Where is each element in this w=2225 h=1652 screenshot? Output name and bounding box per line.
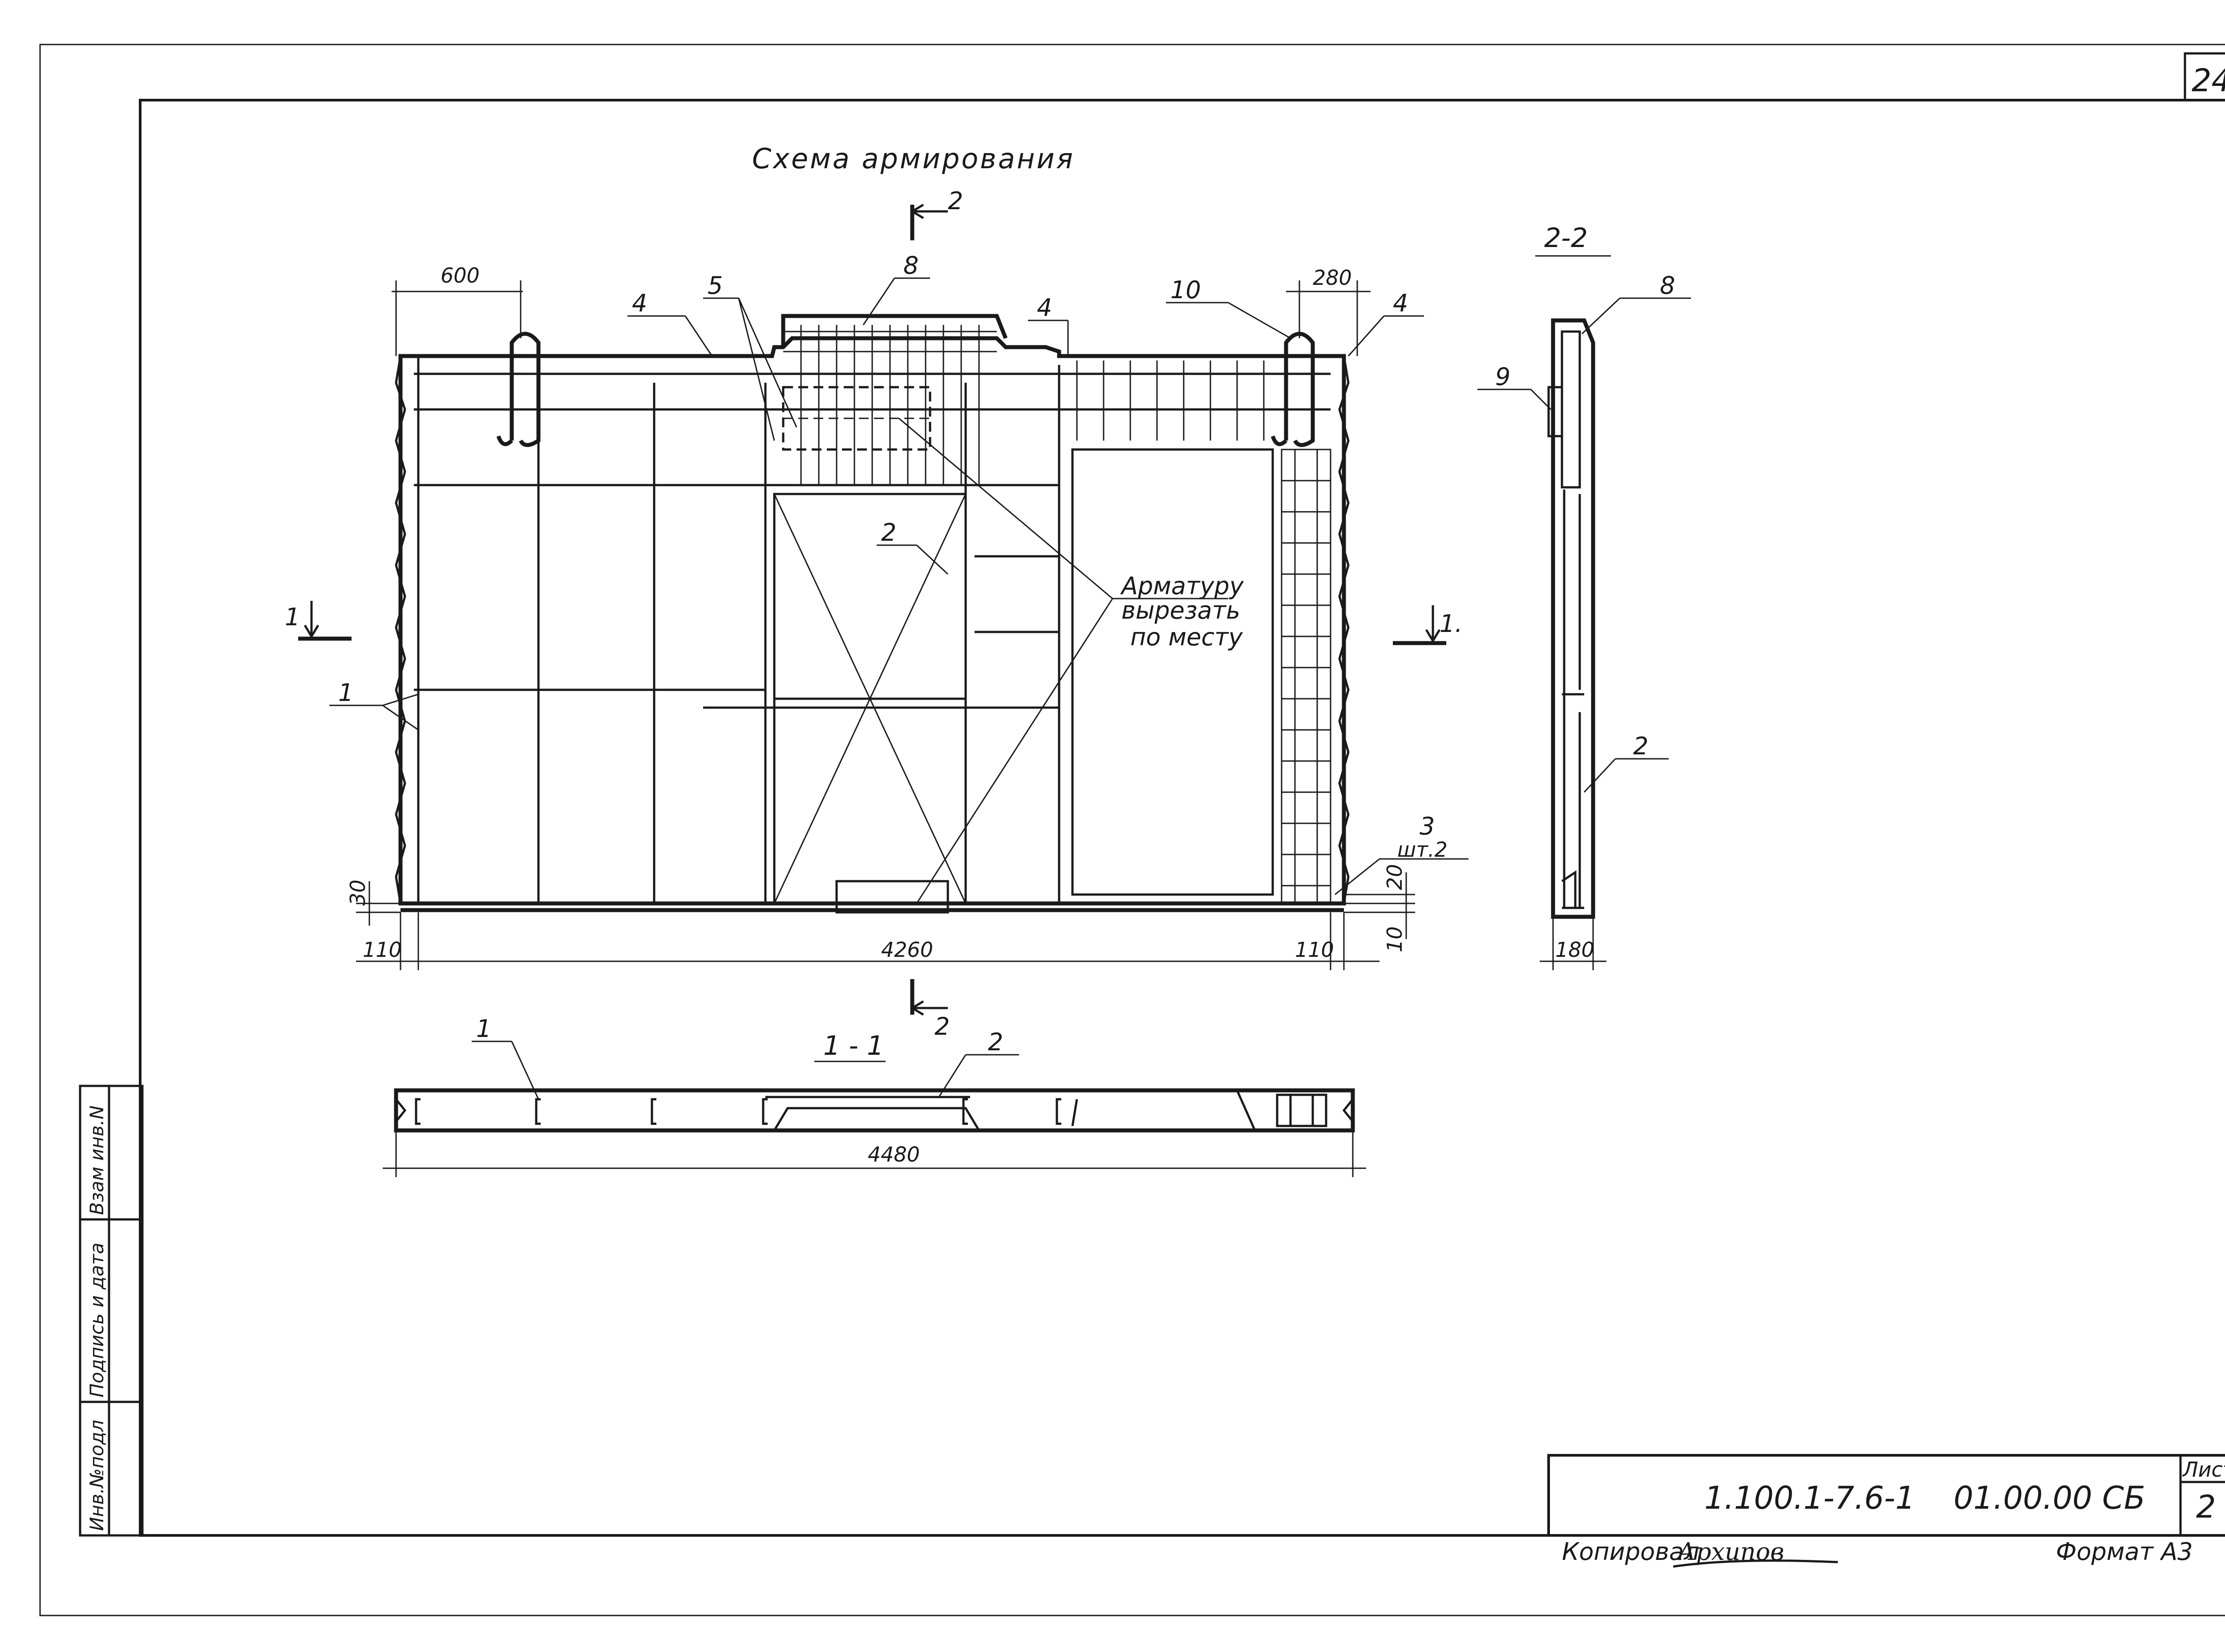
section-1-1-outline [394, 1088, 1355, 1133]
note-cut-rebar: Арматуру вырезать по месту [898, 417, 1244, 904]
note-line-3: по месту [1130, 623, 1243, 651]
embedded-plate-bottom [835, 880, 949, 914]
callout-5-pointer-2 [738, 298, 797, 428]
top-mesh [783, 325, 1265, 485]
dim-280-text: 280 [1313, 266, 1352, 290]
footer-copied: Копировал [1562, 1538, 1699, 1566]
callout-2-main-pointer [916, 544, 949, 575]
note-pointer-2 [916, 598, 1113, 904]
callout-2-side: 2 [1633, 732, 1648, 760]
title-block: 1.100.1-7.6-1 01.00.00 СБ Лист 2 [1547, 1454, 2225, 1537]
side-stamp-signature-date: Подпись и дата [86, 1243, 108, 1397]
callout-1-section-pointer [511, 1041, 539, 1100]
section-1-1: 1 - 1 1 2 4480 [383, 1015, 1366, 1177]
callout-10-pointer [1228, 302, 1291, 339]
dim-4480-text: 4480 [868, 1142, 920, 1166]
drawing-title: Схема армирования [752, 142, 1075, 175]
window-opening [773, 493, 967, 700]
title-block-sheet-no: 2 [2196, 1489, 2216, 1525]
dim-4260-text: 4260 [881, 938, 933, 962]
opening-cross-2 [773, 494, 967, 904]
section-2-2: 2-2 8 9 2 180 [1477, 223, 1691, 970]
callout-1-left: 1 [338, 679, 353, 707]
panel-right-key-edge [1338, 356, 1350, 904]
dim-10-text: 10 [1383, 926, 1407, 952]
callout-4-left-pointer [684, 316, 713, 356]
footer-signature-underline [1673, 1559, 1838, 1568]
callout-9: 9 [1495, 363, 1510, 391]
dim-110-right-text: 110 [1295, 938, 1334, 962]
section-1-1-key-right [1342, 1098, 1354, 1122]
callout-8-main: 8 [903, 251, 918, 279]
section-1-1-title: 1 - 1 [823, 1030, 884, 1061]
dim-600-text: 600 [441, 263, 480, 287]
dim-30-text: 30 [346, 879, 370, 906]
callout-2-main: 2 [881, 518, 896, 547]
callout-9-pointer [1530, 389, 1552, 410]
callout-4-right-pointer [1347, 316, 1385, 356]
cut-mark-1-left-label: 1 [285, 603, 300, 631]
section-1-1-key-left [395, 1098, 407, 1122]
panel-left-key-edge [395, 356, 406, 904]
cut-mark-1-right-label: 1. [1440, 610, 1463, 638]
callout-2-section-pointer [938, 1054, 967, 1097]
callout-5-pointer-1 [738, 298, 775, 441]
section-1-1-bars [415, 1089, 1327, 1131]
section-2-2-outline [1551, 318, 1595, 919]
callout-3: 3 [1420, 812, 1435, 840]
callout-2-section: 2 [988, 1028, 1003, 1056]
callout-10: 10 [1170, 276, 1201, 304]
lifting-loop-right [1270, 332, 1315, 447]
callout-8-main-pointer [862, 278, 895, 325]
note-line-1: Арматуру [1120, 572, 1244, 600]
note-pointer-1 [898, 417, 1113, 599]
dim-180-text: 180 [1555, 938, 1594, 962]
dim-110-left-text: 110 [363, 938, 402, 962]
title-block-frame [1547, 1454, 2225, 1537]
side-stamp-inv-podl: Инв.№подл [86, 1420, 108, 1531]
cut-mark-2-bottom-label: 2 [934, 1012, 950, 1041]
callout-3-qty: шт.2 [1397, 838, 1448, 862]
door-opening [1071, 448, 1274, 896]
callout-8-side-pointer [1581, 297, 1621, 335]
right-column-cage [1281, 449, 1331, 904]
section-2-2-bars [1561, 330, 1584, 909]
title-block-code: 1.100.1-7.6-1 [1704, 1480, 1915, 1516]
page-number-box [2184, 52, 2225, 101]
note-line-2: вырезать [1121, 596, 1240, 624]
section-1-1-recess [773, 1107, 980, 1131]
cut-mark-1-right-arrowhead [1425, 629, 1441, 643]
side-stamp-frame [79, 1085, 144, 1537]
title-block-doc: 01.00.00 СБ [1954, 1480, 2145, 1516]
callout-4-right: 4 [1393, 289, 1408, 317]
side-stamp: Инв.№подл Подпись и дата Взам инв.N [79, 1085, 144, 1537]
cut-mark-2-top-arrowhead [910, 203, 924, 219]
dim-20-text: 20 [1383, 864, 1407, 890]
section-2-2-plate [1547, 386, 1563, 437]
page-number: 24 [2192, 62, 2225, 99]
lifting-loop-left [496, 332, 541, 447]
callout-2-side-pointer [1583, 758, 1616, 793]
callout-3-pointer [1335, 858, 1380, 895]
cut-mark-2-bottom-arrowhead [910, 1000, 924, 1016]
panel-outline [398, 336, 1346, 906]
callout-4-mid: 4 [1037, 294, 1052, 322]
main-elevation [395, 314, 1350, 914]
outer-border [39, 44, 2225, 1616]
inner-frame [139, 99, 2225, 1537]
callout-8-side: 8 [1660, 271, 1675, 300]
callout-1-section: 1 [476, 1015, 491, 1043]
callout-1-left-pointer-1 [382, 693, 419, 706]
callout-5: 5 [708, 271, 723, 300]
section-2-2-title: 2-2 [1544, 223, 1588, 254]
callout-4-left: 4 [632, 289, 647, 317]
cut-mark-2-top-label: 2 [948, 187, 963, 215]
side-stamp-vzam-inv: Взам инв.N [86, 1105, 108, 1215]
title-block-sheet-label: Лист [2182, 1458, 2225, 1482]
footer-format: Формат А3 [2056, 1538, 2193, 1566]
cut-mark-1-left-arrowhead [303, 624, 320, 639]
callout-1-left-pointer-2 [382, 705, 419, 731]
